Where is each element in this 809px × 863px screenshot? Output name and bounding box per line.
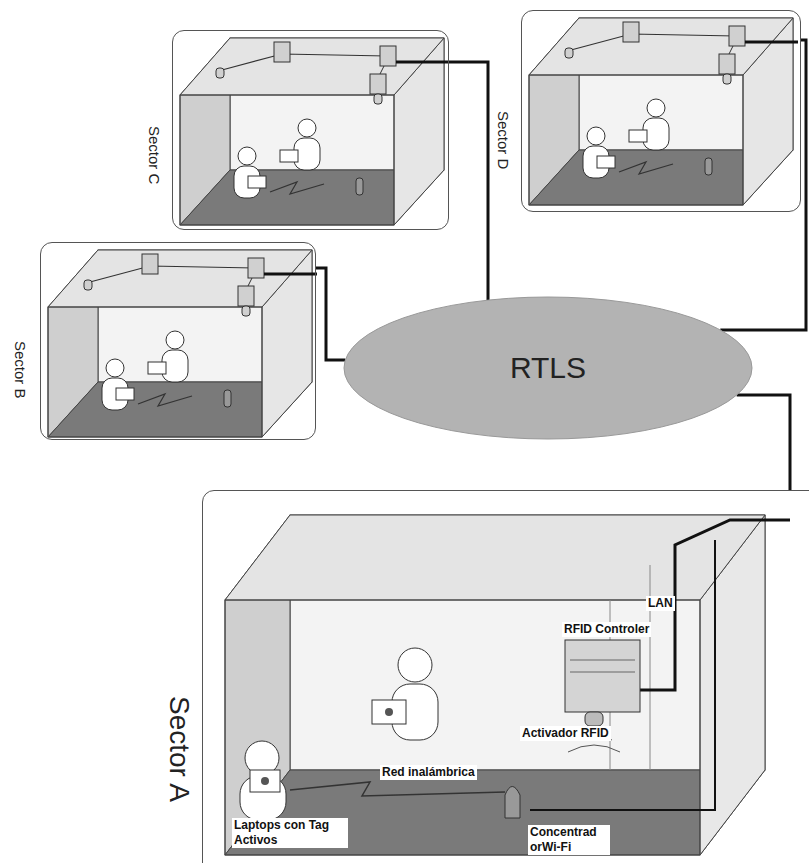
network-link [720, 40, 806, 330]
link-line [316, 268, 345, 360]
link-line [720, 40, 806, 330]
sector-frame: Sector B [40, 242, 316, 440]
network-link [316, 268, 345, 360]
part-label: Laptops con Tag Activos [232, 818, 348, 848]
link-line [737, 395, 790, 490]
part-label: Activador RFID [520, 726, 611, 741]
part-label: RFID Controler [562, 622, 651, 637]
room-illustration [225, 515, 790, 855]
sector-label: Sector A [165, 696, 193, 802]
network-ellipse: RTLS [343, 296, 753, 440]
sector-frame: Sector D [521, 10, 801, 212]
sector-label: Sector C [147, 126, 162, 184]
sector-label: Sector B [13, 341, 28, 399]
link-line [449, 62, 488, 300]
node-title: RTLS [510, 351, 586, 385]
sector-label: Sector D [496, 111, 511, 169]
network-link [449, 62, 488, 300]
room-illustration [180, 38, 449, 225]
part-label: Red inalámbrica [380, 765, 477, 780]
part-label: Concentrad orWi-Fi [528, 825, 610, 855]
network-link [737, 395, 790, 490]
room-illustration [529, 18, 798, 205]
room-illustration [48, 250, 317, 437]
sector-frame: Sector C [172, 30, 449, 230]
part-label: LAN [646, 596, 675, 611]
sector-frame: Sector A [202, 490, 809, 863]
